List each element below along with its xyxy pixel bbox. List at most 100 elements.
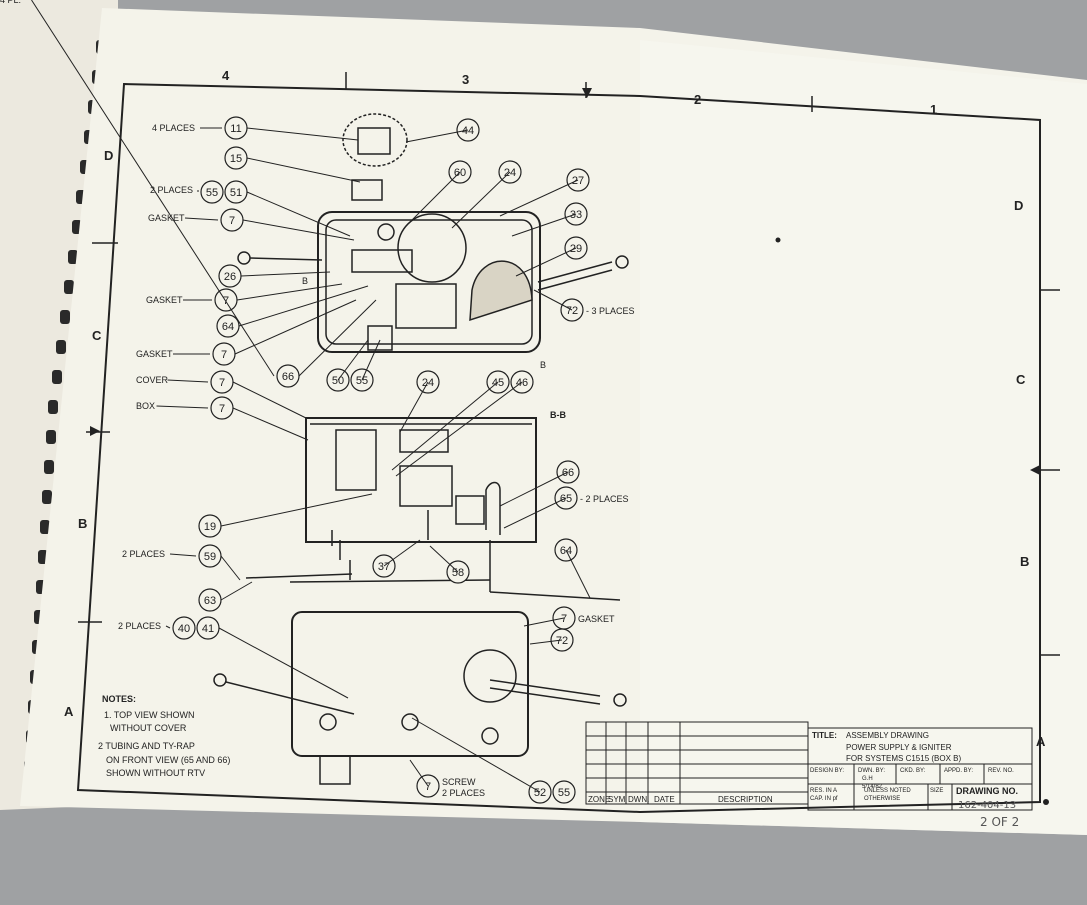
callout-number: 72 (556, 635, 568, 647)
callout-number: 33 (570, 209, 582, 221)
callout-number: 24 (504, 167, 516, 179)
rev-col-description: DESCRIPTION (718, 795, 773, 804)
callout-number: 29 (570, 243, 582, 255)
appd-by-label: APPD. BY: (944, 768, 973, 774)
zone-number: 1 (930, 102, 937, 117)
rev-no-label: REV. NO. (988, 768, 1014, 774)
size-label: SIZE (930, 788, 943, 794)
dwn-by-label: DWN. BY: (858, 768, 885, 774)
callout-number: 55 (356, 375, 368, 387)
section-label: B-B (550, 410, 566, 420)
callout-number: 11 (230, 123, 241, 135)
zone-letter-left: D (104, 148, 113, 163)
callout-number: 50 (332, 375, 344, 387)
callout-number: 66 (562, 467, 574, 479)
callout-number: 19 (204, 521, 216, 533)
callout-number: 15 (230, 153, 242, 165)
note-line: WITHOUT COVER (110, 723, 187, 733)
note-line: ON FRONT VIEW (65 AND 66) (106, 755, 230, 765)
callout-label: 2 PLACES (442, 788, 485, 798)
revision-block (585, 721, 809, 805)
zone-number: 2 (694, 92, 701, 107)
callout-bubble (552, 780, 576, 804)
callout-number: 64 (222, 321, 234, 333)
callout-number: 26 (224, 271, 236, 283)
callout-label: 4 PL. (0, 0, 21, 5)
callout-number: 7 (561, 613, 567, 625)
section-mark-left: B (302, 276, 308, 286)
callout-number: 27 (572, 175, 584, 187)
callout-number: 66 (282, 371, 294, 383)
callout-number: 45 (492, 377, 504, 389)
notes: NOTES: 1. TOP VIEW SHOWN WITHOUT COVER 2… (98, 694, 230, 778)
hole-punch-dot (1043, 799, 1049, 805)
unless-line-1: UNLESS NOTED (864, 788, 911, 794)
leader-lines (31, 0, 591, 793)
title-line-3: FOR SYSTEMS C1515 (BOX B) (846, 754, 961, 763)
title-line-1: ASSEMBLY DRAWING (846, 731, 929, 740)
zone-letter-right: B (1020, 554, 1029, 569)
title-line-2: POWER SUPPLY & IGNITER (846, 743, 952, 752)
zone-letter-right: C (1016, 372, 1026, 387)
ckd-by-label: CKD. BY: (900, 768, 926, 774)
callout-number: 41 (202, 623, 214, 635)
zone-letter-left: B (78, 516, 87, 531)
res-unit: RES. IN A (810, 788, 837, 794)
cap-unit: CAP. IN pf (810, 796, 838, 802)
notes-title: NOTES: (102, 694, 136, 704)
zone-number: 4 (222, 68, 230, 83)
rev-col-date: DATE (654, 795, 675, 804)
callout-label: - 3 PLACES (586, 306, 635, 316)
note-line: 1. TOP VIEW SHOWN (104, 710, 195, 720)
callout-label: SCREW (442, 777, 476, 787)
callout-number: 60 (454, 167, 466, 179)
drawing-no-label: DRAWING NO. (956, 786, 1018, 796)
callout-label: 2 PLACES (150, 185, 193, 195)
callout-number: 52 (534, 787, 546, 799)
callout-label: GASKET (148, 213, 185, 223)
rev-col-sym: SYM (608, 795, 626, 804)
callout-number: 55 (206, 187, 218, 199)
callout-number: 55 (558, 787, 570, 799)
right-page-shade (640, 40, 1087, 835)
design-by-label: DESIGN BY: (810, 768, 844, 774)
callout-label: BOX (136, 401, 155, 411)
callout-label: GASKET (136, 349, 173, 359)
callout-number: 7 (219, 377, 225, 389)
note-line: 2 TUBING AND TY-RAP (98, 741, 195, 751)
title-label: TITLE: (812, 731, 837, 740)
dwn-by-value: G.H (862, 776, 873, 782)
callout-label: 4 PLACES (152, 123, 195, 133)
section-mark-right: B (540, 360, 546, 370)
callout-bubble (200, 180, 224, 204)
callout-label: - 2 PLACES (580, 494, 629, 504)
callout-number: 7 (229, 215, 235, 227)
callout-number: 7 (219, 403, 225, 415)
callout-number: 40 (178, 623, 190, 635)
drawing-border (76, 82, 1041, 814)
zone-number: 3 (462, 72, 469, 87)
note-line: SHOWN WITHOUT RTV (106, 768, 205, 778)
callout-label: 2 PLACES (122, 549, 165, 559)
callout-number: 44 (462, 125, 474, 137)
zone-letter-right: D (1014, 198, 1023, 213)
callout-number: 58 (452, 567, 464, 579)
callout-number: 72 (566, 305, 578, 317)
zone-letter-right: A (1036, 734, 1046, 749)
callout-number: 7 (425, 781, 431, 793)
drawing-date: 5/14/82 (862, 784, 883, 790)
front-view-assembly (213, 611, 627, 785)
callout-label: 2 PLACES (118, 621, 161, 631)
ink-dot (775, 237, 781, 243)
title-block (807, 727, 1033, 811)
callout-number: 59 (204, 551, 216, 563)
callout-label: GASKET (146, 295, 183, 305)
drawing-no: 162-404-13 (958, 800, 1016, 811)
callout-number: 65 (560, 493, 572, 505)
zone-letter-left: C (92, 328, 102, 343)
rev-col-dwn: DWN. (628, 795, 649, 804)
